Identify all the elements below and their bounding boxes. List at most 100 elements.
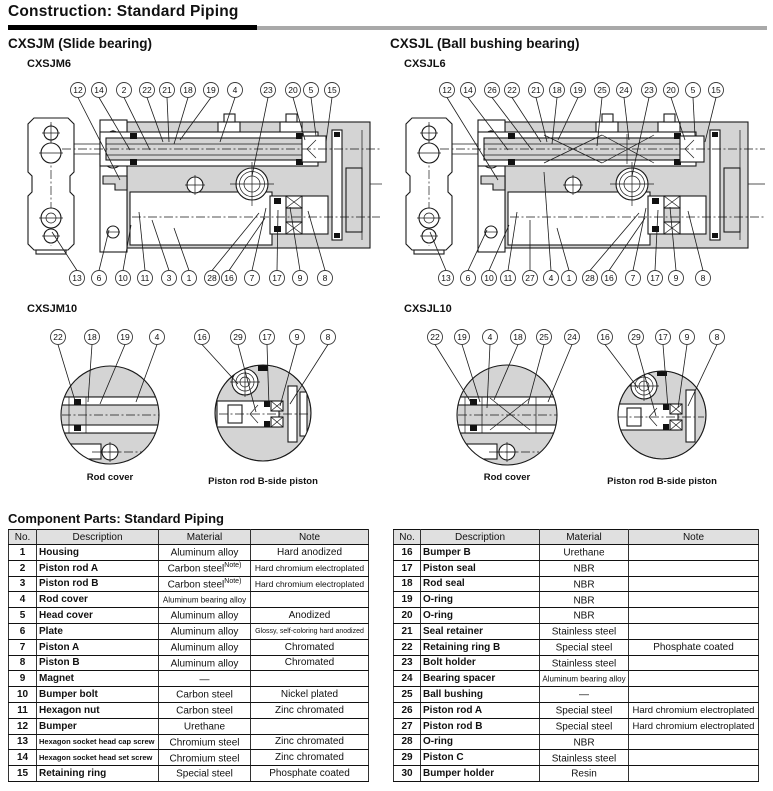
part-description: O-ring [420,733,540,751]
part-material: Urethane [158,717,251,735]
table-row: 7 Piston A Aluminum alloy Chromated [8,638,369,656]
callout-29: 29 [628,329,657,417]
callout-24: 24 [547,329,580,403]
table-row: 18 Rod seal NBR [393,575,759,593]
part-material: Aluminum bearing alloy [158,591,251,609]
part-note [628,607,759,624]
svg-text:8: 8 [323,273,328,283]
svg-text:1: 1 [187,273,192,283]
callout-23: 23 [251,82,276,177]
piston-b-detail [618,371,706,459]
callout-14: 14 [460,82,509,151]
part-number: 5 [8,607,37,624]
callout-22: 22 [50,329,77,405]
part-material: Stainless steel [539,654,629,672]
callout-5: 5 [303,82,319,137]
callout-21: 21 [528,82,548,143]
piston-rod-assembly [440,131,765,167]
part-description: Piston seal [420,559,540,577]
callout-27: 27 [522,220,538,286]
callout-15: 15 [324,82,340,143]
callout-8: 8 [307,210,333,286]
part-note [250,591,369,609]
callout-16: 16 [597,329,639,389]
table-row: 5 Head cover Aluminum alloy Anodized [8,607,369,624]
svg-text:11: 11 [504,273,513,283]
part-material: Aluminum bearing alloy [539,670,629,688]
part-number: 9 [8,670,37,688]
callout-3: 3 [151,219,177,286]
part-material: Stainless steel [539,749,629,767]
part-number: 11 [8,701,37,719]
part-material: Aluminum alloy [158,544,251,561]
part-note: Phosphate coated [250,765,369,782]
part-number: 24 [393,670,421,688]
table-row: 19 O-ring NBR [393,591,759,609]
col-header-description: Description [420,529,540,545]
part-description: Hexagon nut [36,701,159,719]
part-number: 15 [8,765,37,782]
piston-rod-assembly [62,131,380,167]
part-material: Carbon steelNote) [158,575,251,593]
port-boss [563,162,654,206]
callout-4: 4 [543,171,559,286]
part-note [628,733,759,751]
svg-text:18: 18 [183,85,193,95]
svg-text:16: 16 [604,273,614,283]
svg-text:25: 25 [597,85,607,95]
part-material: Resin [539,765,629,782]
part-material: Carbon steel [158,686,251,703]
part-material: Aluminum alloy [158,654,251,672]
table-row: 25 Ball bushing — [393,686,759,703]
part-number: 23 [393,654,421,672]
svg-text:22: 22 [142,85,152,95]
part-description: Ball bushing [420,686,540,703]
callout-29: 29 [230,329,257,413]
part-note [628,544,759,561]
callout-7: 7 [625,207,647,286]
table-row: 1 Housing Aluminum alloy Hard anodized [8,544,369,561]
component-parts-title: Component Parts: Standard Piping [8,511,224,526]
part-description: Bolt holder [420,654,540,672]
part-material: Special steel [539,717,629,735]
svg-text:13: 13 [72,273,82,283]
model-label-cxsjl6: CXSJL6 [404,58,446,70]
part-number: 7 [8,638,37,656]
table-row: 14 Hexagon socket head set screw Chromiu… [8,749,369,767]
callout-8: 8 [687,210,711,286]
part-material: — [539,686,629,703]
callout-4: 4 [135,329,165,403]
svg-text:18: 18 [552,85,562,95]
col-header-note: Note [250,529,369,545]
end-view [405,117,453,255]
part-description: Bumper holder [420,765,540,782]
part-note: Hard chromium electroplated [250,559,369,577]
svg-text:14: 14 [94,85,104,95]
section-title-cxsjm: CXSJM (Slide bearing) [8,36,153,51]
svg-text:18: 18 [87,332,97,342]
rod-cover-label: Rod cover [484,472,531,483]
svg-text:19: 19 [573,85,583,95]
part-note [628,591,759,609]
svg-text:21: 21 [162,85,172,95]
part-note [628,575,759,593]
part-description: Seal retainer [420,622,540,640]
part-number: 19 [393,591,421,609]
svg-text:24: 24 [619,85,629,95]
callout-4: 4 [482,329,498,409]
svg-text:14: 14 [463,85,473,95]
svg-text:22: 22 [507,85,517,95]
callout-1: 1 [556,227,577,286]
part-description: O-ring [420,591,540,609]
table-row: 21 Seal retainer Stainless steel [393,622,759,640]
svg-text:28: 28 [207,273,217,283]
part-note: Chromated [250,638,369,656]
svg-text:27: 27 [525,273,535,283]
part-number: 6 [8,622,37,640]
callout-17: 17 [655,329,671,409]
table-row: 27 Piston rod B Special steel Hard chrom… [393,717,759,735]
callout-21: 21 [159,82,175,143]
svg-text:4: 4 [155,332,160,342]
svg-text:17: 17 [262,332,272,342]
